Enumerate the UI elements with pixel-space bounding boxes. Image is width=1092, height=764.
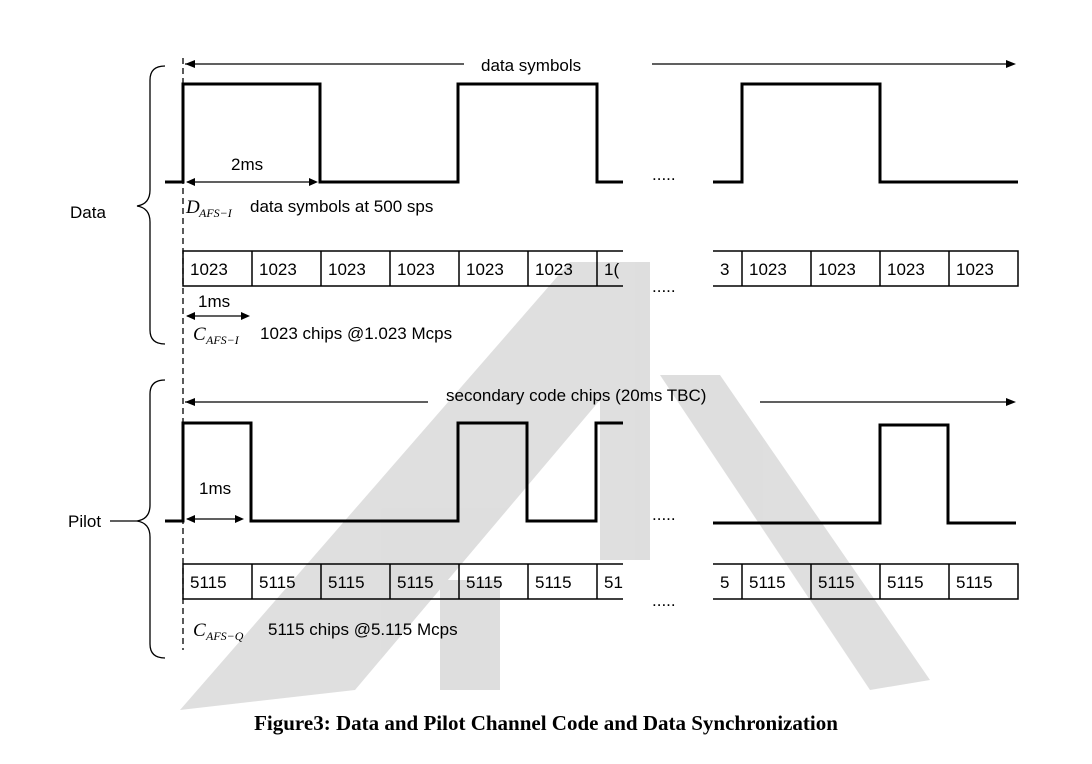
pilot-code-cell: 5115 bbox=[328, 573, 365, 592]
data-code-cell: 1023 bbox=[190, 260, 228, 279]
pilot-code-ellipsis: ..... bbox=[652, 591, 676, 610]
data-code-cell: 1023 bbox=[259, 260, 297, 279]
data-waveform-right bbox=[713, 82, 1018, 184]
pilot-chip-duration-arrowhead-right bbox=[235, 515, 244, 523]
data-code-cell-partial: 3 bbox=[720, 260, 729, 279]
data-code-cell: 1023 bbox=[466, 260, 504, 279]
data-span-label: data symbols bbox=[481, 56, 581, 75]
data-symbol-name-subscript: AFS−I bbox=[198, 206, 233, 220]
pilot-chip-duration-label: 1ms bbox=[199, 479, 231, 498]
data-code-cell: 1023 bbox=[397, 260, 435, 279]
pilot-code-cell: 5115 bbox=[887, 573, 924, 592]
pilot-code-cell-partial: 51 bbox=[604, 573, 623, 592]
data-code-name: C bbox=[193, 324, 206, 345]
data-group-label: Data bbox=[70, 203, 106, 222]
pilot-code-name-subscript: AFS−Q bbox=[205, 629, 244, 643]
pilot-waveform-left bbox=[165, 421, 623, 523]
pilot-code-cell: 5115 bbox=[466, 573, 503, 592]
data-code-cell: 1023 bbox=[956, 260, 994, 279]
pilot-code-cell: 5115 bbox=[190, 573, 227, 592]
data-symbol-duration-arrowhead-right bbox=[309, 178, 318, 186]
data-group-brace bbox=[136, 65, 166, 345]
pilot-waveform-ellipsis: ..... bbox=[652, 505, 676, 524]
pilot-span-label: secondary code chips (20ms TBC) bbox=[446, 386, 706, 405]
data-code-cell: 1023 bbox=[328, 260, 366, 279]
data-code-cell: 1023 bbox=[535, 260, 573, 279]
pilot-span-arrowhead-left bbox=[185, 398, 195, 406]
pilot-code-cell: 5115 bbox=[818, 573, 855, 592]
data-chip-duration-arrowhead-left bbox=[186, 312, 195, 320]
pilot-code-description: 5115 chips @5.115 Mcps bbox=[268, 620, 458, 639]
data-symbol-description: data symbols at 500 sps bbox=[250, 197, 433, 216]
pilot-code-cell: 5115 bbox=[535, 573, 572, 592]
pilot-span-arrowhead-right bbox=[1006, 398, 1016, 406]
data-code-ellipsis: ..... bbox=[652, 277, 676, 296]
data-code-cell-partial: 1( bbox=[604, 260, 619, 279]
data-span-arrowhead-right bbox=[1006, 60, 1016, 68]
pilot-code-cell: 5115 bbox=[749, 573, 786, 592]
pilot-code-cell: 5115 bbox=[259, 573, 296, 592]
data-span-arrowhead-left bbox=[185, 60, 195, 68]
data-chip-duration-arrowhead-right bbox=[241, 312, 250, 320]
pilot-code-row: 5115 5115 5115 5115 5115 5115 51 5 5115 … bbox=[182, 563, 1019, 600]
figure-caption: Figure3: Data and Pilot Channel Code and… bbox=[254, 711, 838, 735]
data-symbol-name: D bbox=[185, 197, 200, 218]
data-code-cell: 1023 bbox=[749, 260, 787, 279]
data-chip-duration-label: 1ms bbox=[198, 292, 230, 311]
pilot-waveform-right bbox=[713, 423, 1016, 525]
watermark bbox=[180, 262, 930, 710]
pilot-code-name: C bbox=[193, 620, 206, 641]
pilot-group-brace bbox=[136, 379, 166, 659]
pilot-code-cell: 5115 bbox=[956, 573, 993, 592]
pilot-code-cell-partial: 5 bbox=[720, 573, 729, 592]
data-code-name-subscript: AFS−I bbox=[205, 333, 240, 347]
pilot-chip-duration-arrowhead-left bbox=[186, 515, 195, 523]
data-code-description: 1023 chips @1.023 Mcps bbox=[260, 324, 452, 343]
data-code-cell: 1023 bbox=[818, 260, 856, 279]
data-code-row: 1023 1023 1023 1023 1023 1023 1( 3 1023 … bbox=[182, 250, 1019, 287]
data-code-cell: 1023 bbox=[887, 260, 925, 279]
data-symbol-duration-arrowhead-left bbox=[186, 178, 195, 186]
data-symbol-duration-label: 2ms bbox=[231, 155, 263, 174]
pilot-group-label: Pilot bbox=[68, 512, 101, 531]
pilot-code-cell: 5115 bbox=[397, 573, 434, 592]
data-waveform-ellipsis: ..... bbox=[652, 165, 676, 184]
data-waveform-left bbox=[165, 82, 623, 184]
